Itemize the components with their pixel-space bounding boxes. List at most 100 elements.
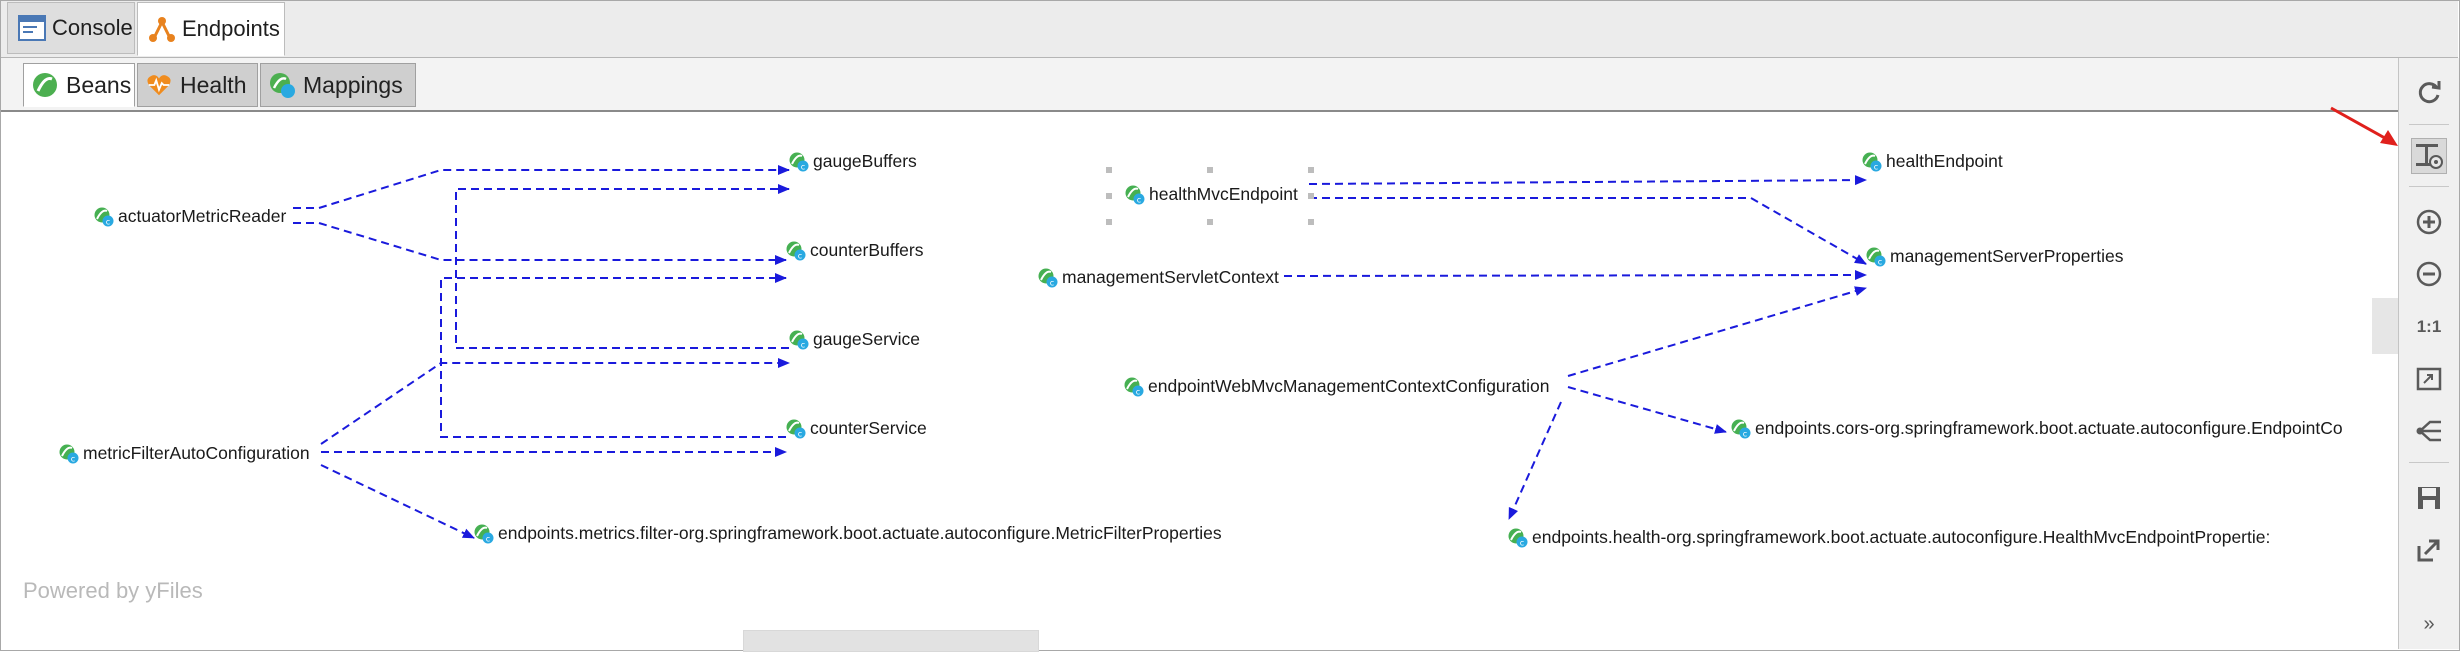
top-tab-bar: Console Endpoints bbox=[1, 1, 2458, 58]
svg-text:c: c bbox=[106, 217, 110, 226]
svg-text:c: c bbox=[1520, 538, 1524, 547]
dependency-edge[interactable] bbox=[1567, 286, 1867, 377]
bean-node-healthMvcEndpoint[interactable]: c healthMvcEndpoint bbox=[1125, 184, 1298, 205]
dependency-edge[interactable] bbox=[1283, 270, 1867, 281]
graph-toolbar: 1:1 » bbox=[2398, 58, 2459, 649]
bean-node-label: actuatorMetricReader bbox=[118, 206, 287, 226]
more-button[interactable]: » bbox=[2411, 606, 2447, 642]
powered-by-watermark: Powered by yFiles bbox=[23, 578, 203, 603]
bean-icon: c bbox=[1866, 247, 1886, 266]
dependency-edge[interactable] bbox=[455, 184, 790, 349]
tab-console-label: Console bbox=[52, 15, 133, 40]
vertical-scrollbar-thumb[interactable] bbox=[2372, 298, 2398, 354]
selection-handle[interactable] bbox=[1106, 219, 1112, 225]
bean-node-endpointsCors[interactable]: c endpoints.cors-org.springframework.boot… bbox=[1731, 418, 2343, 439]
more-label: » bbox=[2423, 612, 2435, 635]
mappings-icon bbox=[269, 72, 295, 98]
selection-handle[interactable] bbox=[1207, 167, 1213, 173]
layout-tree-button[interactable] bbox=[2411, 413, 2447, 449]
selection-handle[interactable] bbox=[1308, 193, 1314, 199]
tab-health[interactable]: Health bbox=[137, 63, 258, 107]
graph-edges bbox=[293, 165, 1867, 539]
dependency-edge[interactable] bbox=[1508, 401, 1562, 520]
bean-node-label: endpoints.health-org.springframework.boo… bbox=[1532, 527, 2271, 547]
selection-handle[interactable] bbox=[1308, 167, 1314, 173]
save-icon bbox=[2418, 487, 2440, 509]
horizontal-scrollbar-thumb[interactable] bbox=[743, 630, 1039, 652]
bean-node-label: metricFilterAutoConfiguration bbox=[83, 443, 310, 463]
svg-text:c: c bbox=[1878, 257, 1882, 266]
bean-node-label: counterBuffers bbox=[810, 240, 924, 260]
dependency-edge[interactable] bbox=[1309, 197, 1867, 265]
svg-text:c: c bbox=[798, 429, 802, 438]
bean-icon: c bbox=[1731, 419, 1751, 438]
zoom-out-button[interactable] bbox=[2411, 256, 2447, 292]
zoom-out-icon bbox=[2416, 261, 2442, 287]
tab-beans[interactable]: Beans bbox=[23, 63, 135, 107]
svg-text:c: c bbox=[1743, 429, 1747, 438]
bean-icon: c bbox=[786, 241, 806, 260]
zoom-in-button[interactable] bbox=[2411, 204, 2447, 240]
tab-console[interactable]: Console bbox=[7, 2, 135, 54]
bean-node-label: managementServerProperties bbox=[1890, 246, 2124, 266]
selection-handle[interactable] bbox=[1106, 167, 1112, 173]
fit-content-button[interactable] bbox=[2411, 361, 2447, 397]
actual-size-label: 1:1 bbox=[2416, 317, 2442, 336]
tab-endpoints[interactable]: Endpoints bbox=[137, 2, 285, 56]
bean-node-label: endpoints.cors-org.springframework.boot.… bbox=[1755, 418, 2343, 438]
svg-text:c: c bbox=[71, 454, 75, 463]
bean-node-label: gaugeBuffers bbox=[813, 151, 917, 171]
bean-node-metricFilterAutoConfiguration[interactable]: c metricFilterAutoConfiguration bbox=[59, 443, 310, 464]
console-icon bbox=[18, 13, 46, 43]
dependency-edge[interactable] bbox=[1308, 175, 1867, 186]
svg-text:c: c bbox=[801, 162, 805, 171]
refresh-button[interactable] bbox=[2411, 74, 2447, 110]
tab-mappings-label: Mappings bbox=[303, 71, 403, 98]
dependency-edge[interactable] bbox=[293, 222, 787, 265]
bean-node-label: endpoints.metrics.filter-org.springframe… bbox=[498, 523, 1222, 543]
bean-node-endpointsHealth[interactable]: c endpoints.health-org.springframework.bo… bbox=[1508, 527, 2270, 548]
dependency-edge[interactable] bbox=[1567, 386, 1727, 434]
dependency-edge[interactable] bbox=[320, 464, 475, 539]
selection-handle[interactable] bbox=[1308, 219, 1314, 225]
actual-size-button[interactable]: 1:1 bbox=[2411, 309, 2447, 345]
bean-node-counterBuffers[interactable]: c counterBuffers bbox=[786, 240, 924, 261]
selection-handle[interactable] bbox=[1207, 219, 1213, 225]
dependency-edge[interactable] bbox=[320, 358, 790, 445]
bean-node-label: healthEndpoint bbox=[1886, 151, 2003, 171]
bean-icon: c bbox=[786, 419, 806, 438]
dependency-edge[interactable] bbox=[293, 165, 790, 209]
selection-handle[interactable] bbox=[1106, 193, 1112, 199]
health-icon bbox=[146, 72, 172, 98]
sub-tab-bar: Beans Health Mappings bbox=[1, 58, 2399, 112]
svg-text:c: c bbox=[1136, 387, 1140, 396]
export-button[interactable] bbox=[2411, 532, 2447, 568]
bean-icon: c bbox=[1508, 528, 1528, 547]
layout-button[interactable] bbox=[2411, 138, 2447, 174]
svg-text:c: c bbox=[1137, 195, 1141, 204]
endpoints-icon bbox=[148, 14, 176, 44]
layout-settings-icon bbox=[2416, 144, 2443, 169]
save-button[interactable] bbox=[2411, 480, 2447, 516]
bean-icon: c bbox=[1124, 377, 1144, 396]
tab-beans-label: Beans bbox=[66, 71, 132, 98]
bean-node-gaugeBuffers[interactable]: c gaugeBuffers bbox=[789, 151, 917, 172]
bean-icon: c bbox=[1862, 152, 1882, 171]
tab-mappings[interactable]: Mappings bbox=[260, 63, 416, 107]
tree-layout-icon bbox=[2416, 420, 2441, 442]
tab-health-label: Health bbox=[180, 71, 247, 98]
bean-node-label: gaugeService bbox=[813, 329, 921, 349]
bean-node-managementServerProperties[interactable]: c managementServerProperties bbox=[1866, 246, 2123, 267]
svg-text:c: c bbox=[798, 251, 802, 260]
bean-node-label: healthMvcEndpoint bbox=[1149, 184, 1298, 204]
dependency-edge[interactable] bbox=[440, 273, 787, 438]
refresh-icon bbox=[2418, 81, 2441, 104]
bean-node-actuatorMetricReader[interactable]: c actuatorMetricReader bbox=[94, 206, 286, 227]
